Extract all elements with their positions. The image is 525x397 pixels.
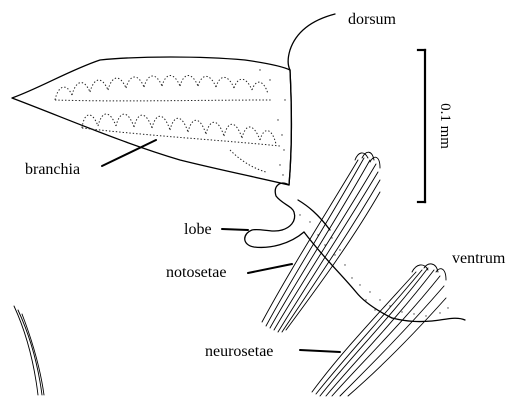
- notosetae-bundle: [262, 152, 380, 332]
- label-notosetae: notosetae: [166, 264, 226, 281]
- parapodium-outline: [245, 14, 465, 322]
- stray-setae: [14, 306, 44, 395]
- leader-lines: [102, 140, 340, 352]
- label-dorsum: dorsum: [348, 11, 397, 28]
- scale-bar: [418, 50, 425, 202]
- label-lobe: lobe: [184, 221, 212, 238]
- scale-bar-label: 0.1 mm: [437, 103, 453, 149]
- neurosetae-bundle: [312, 264, 446, 396]
- label-branchia: branchia: [25, 161, 80, 178]
- label-ventrum: ventrum: [452, 250, 506, 267]
- label-neurosetae: neurosetae: [205, 343, 273, 360]
